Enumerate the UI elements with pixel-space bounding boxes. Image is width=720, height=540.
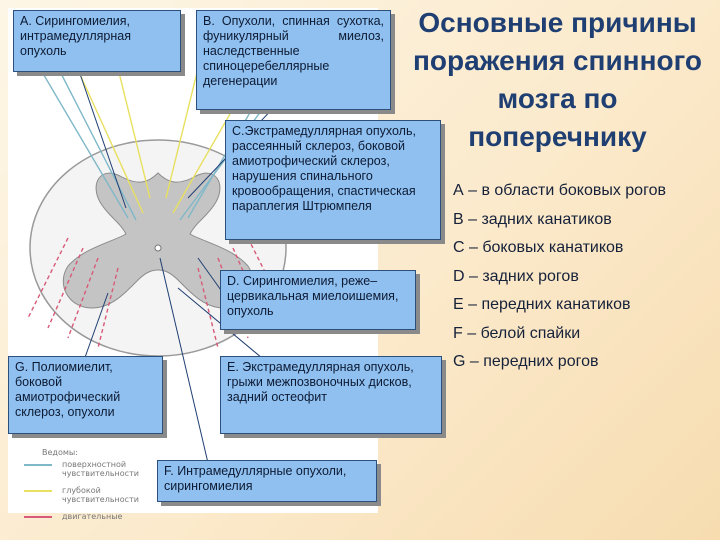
label-box-d: D. Сирингомиелия, реже–цервикальная миел… xyxy=(220,270,416,330)
lesion-list-item: Е – передних канатиков xyxy=(453,296,631,313)
legend-line-icon xyxy=(24,464,52,466)
page-title: Основные причины поражения спинного мозг… xyxy=(395,4,720,156)
gray-matter xyxy=(62,172,254,309)
lesion-list-item: В – задних канатиков xyxy=(453,210,612,228)
label-box-f: F. Интрамедуллярные опухоли, сирингомиел… xyxy=(157,460,377,502)
title-line: поперечнику xyxy=(468,121,647,152)
figure-legend-label: глубокой чувствительности xyxy=(62,486,139,504)
figure-legend-title: Ведомы: xyxy=(42,448,78,457)
label-box-c: С.Экстрамедуллярная опухоль, рассеянный … xyxy=(225,120,441,240)
figure-legend-label: поверхностной чувствительности xyxy=(62,460,139,478)
title-line: Основные причины xyxy=(418,7,697,38)
lesion-list-item: А – в области боковых рогов xyxy=(453,182,666,199)
lesion-list-item: D – задних рогов xyxy=(453,267,579,285)
label-box-g: G. Полиомиелит, боковой амиотрофический … xyxy=(8,356,163,434)
label-box-e: Е. Экстрамедуллярная опухоль, грыжи межп… xyxy=(220,356,442,434)
legend-line-icon xyxy=(24,516,52,518)
title-line: мозга по xyxy=(497,83,618,114)
lesion-list: А – в области боковых рогов В – задних к… xyxy=(453,181,666,381)
label-box-a: А. Сирингомиелия, интрамедуллярная опухо… xyxy=(13,10,181,72)
central-canal xyxy=(154,244,162,252)
figure-legend-row: поверхностной чувствительности xyxy=(22,460,162,480)
label-box-b: В. Опухоли, спинная сухотка, фуникулярны… xyxy=(196,10,391,110)
figure-legend-row: глубокой чувствительности xyxy=(22,486,162,506)
figure-legend-label: двигательные xyxy=(62,512,123,521)
lesion-list-item: F – белой спайки xyxy=(453,324,581,342)
lesion-list-item: G – передних рогов xyxy=(453,353,599,370)
title-line: поражения спинного xyxy=(412,45,702,76)
lesion-list-item: С – боковых канатиков xyxy=(453,239,624,256)
legend-line-icon xyxy=(24,490,52,492)
figure-legend-row: двигательные xyxy=(22,512,162,532)
